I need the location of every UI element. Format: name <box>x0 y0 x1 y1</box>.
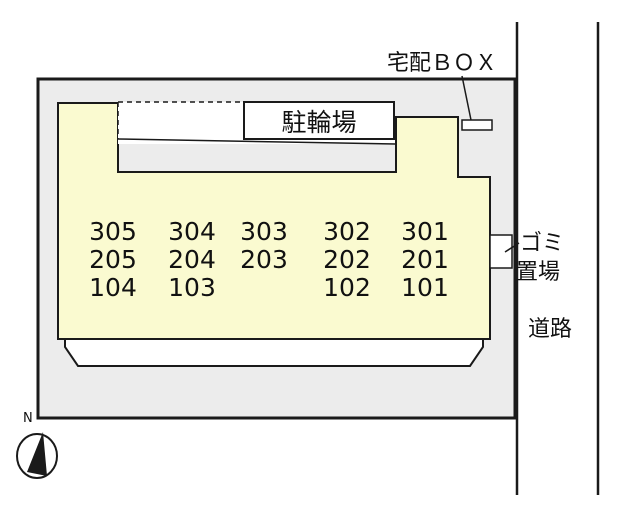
north-compass: N <box>16 411 58 479</box>
compass-needle-icon <box>27 432 47 476</box>
unit-number: 304 <box>168 217 216 246</box>
unit-column-302: 302 202 102 <box>323 217 371 302</box>
north-label: N <box>23 411 33 426</box>
bicycle-parking-label: 駐輪場 <box>281 108 356 137</box>
unit-number: 104 <box>89 273 137 302</box>
unit-column-301: 301 201 101 <box>401 217 449 302</box>
unit-number: 103 <box>168 273 216 302</box>
unit-column-304: 304 204 103 <box>168 217 216 302</box>
road-label: 道路 <box>528 317 572 342</box>
delivery-box-label: 宅配ＢＯＸ <box>387 51 497 76</box>
unit-number: 303 <box>240 217 288 246</box>
unit-number: 201 <box>401 245 449 274</box>
delivery-box <box>461 119 493 131</box>
delivery-box-leader <box>461 75 472 121</box>
bicycle-parking-bottom-edge <box>117 138 397 145</box>
unit-number: 101 <box>401 273 449 302</box>
garbage-area-label-1: ゴミ <box>520 231 564 256</box>
bicycle-parking-box <box>243 101 395 140</box>
unit-number: 102 <box>323 273 371 302</box>
unit-number: 204 <box>168 245 216 274</box>
unit-number: 302 <box>323 217 371 246</box>
unit-column-305: 305 205 104 <box>89 217 137 302</box>
unit-number: 301 <box>401 217 449 246</box>
apartment-building <box>57 102 491 340</box>
unit-number: 305 <box>89 217 137 246</box>
unit-number: 203 <box>240 245 288 274</box>
unit-column-303: 303 203 <box>240 217 288 274</box>
unit-number: 202 <box>323 245 371 274</box>
unit-number: 205 <box>89 245 137 274</box>
garbage-area-leader <box>504 242 520 253</box>
balcony-strip <box>64 338 484 367</box>
garbage-area-label-2: 置場 <box>516 260 560 285</box>
garbage-area <box>489 234 513 269</box>
